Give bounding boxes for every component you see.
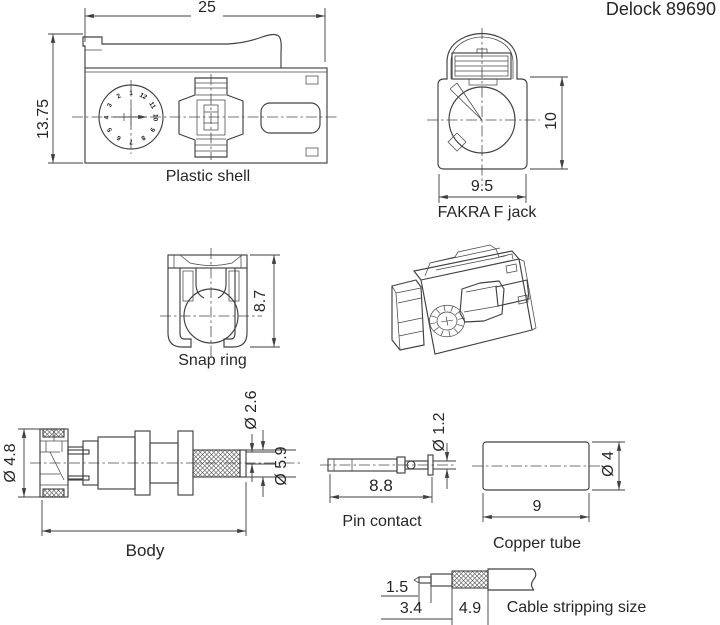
fakra-jack-label: FAKRA F jack: [437, 204, 537, 221]
dim-body-knurl-dia: Ø 5.9: [273, 446, 290, 486]
dim-pin-length: 8.8: [369, 476, 393, 495]
dim-jack-height: 10: [543, 112, 560, 130]
dim-strip-a: 1.5: [385, 579, 409, 596]
dim-strip-c: 4.9: [458, 600, 482, 617]
fakra-jack-view: [427, 28, 568, 203]
cable-stripping-view: [381, 568, 537, 625]
plastic-shell-label: Plastic shell: [165, 168, 251, 185]
dim-body-cap-dia: Ø 4.8: [2, 443, 19, 483]
dim-tube-length: 9: [532, 498, 542, 515]
dim-shell-width: 25: [198, 0, 216, 16]
dial-number: 1: [129, 89, 133, 97]
dim-jack-width: 9.5: [470, 178, 494, 195]
shell-fastener: [178, 74, 244, 160]
snap-ring-view: [160, 248, 280, 358]
dim-strip-b: 3.4: [399, 600, 423, 617]
snap-ring-label: Snap ring: [178, 352, 247, 369]
dim-pin-dia: Ø 1.2: [431, 412, 448, 452]
dim-shell-height: 13.75: [35, 98, 52, 140]
pin-contact-label: Pin contact: [342, 513, 422, 530]
copper-tube-label: Copper tube: [492, 535, 582, 552]
cable-stripping-label: Cable stripping size: [506, 599, 647, 616]
product-title: Delock 89690: [605, 0, 716, 19]
body-view: [18, 428, 302, 536]
dim-tube-dia: Ø 4: [600, 451, 617, 477]
plastic-shell-view: [48, 8, 338, 164]
pin-contact-view: [320, 443, 456, 503]
body-label: Body: [125, 541, 165, 560]
copper-tube-view: [472, 441, 625, 522]
isometric-view: [391, 244, 537, 355]
dim-body-bore-dia: Ø 2.6: [243, 390, 260, 430]
shell-slot: [260, 102, 321, 134]
dim-snap-ring-height: 8.7: [252, 289, 269, 313]
